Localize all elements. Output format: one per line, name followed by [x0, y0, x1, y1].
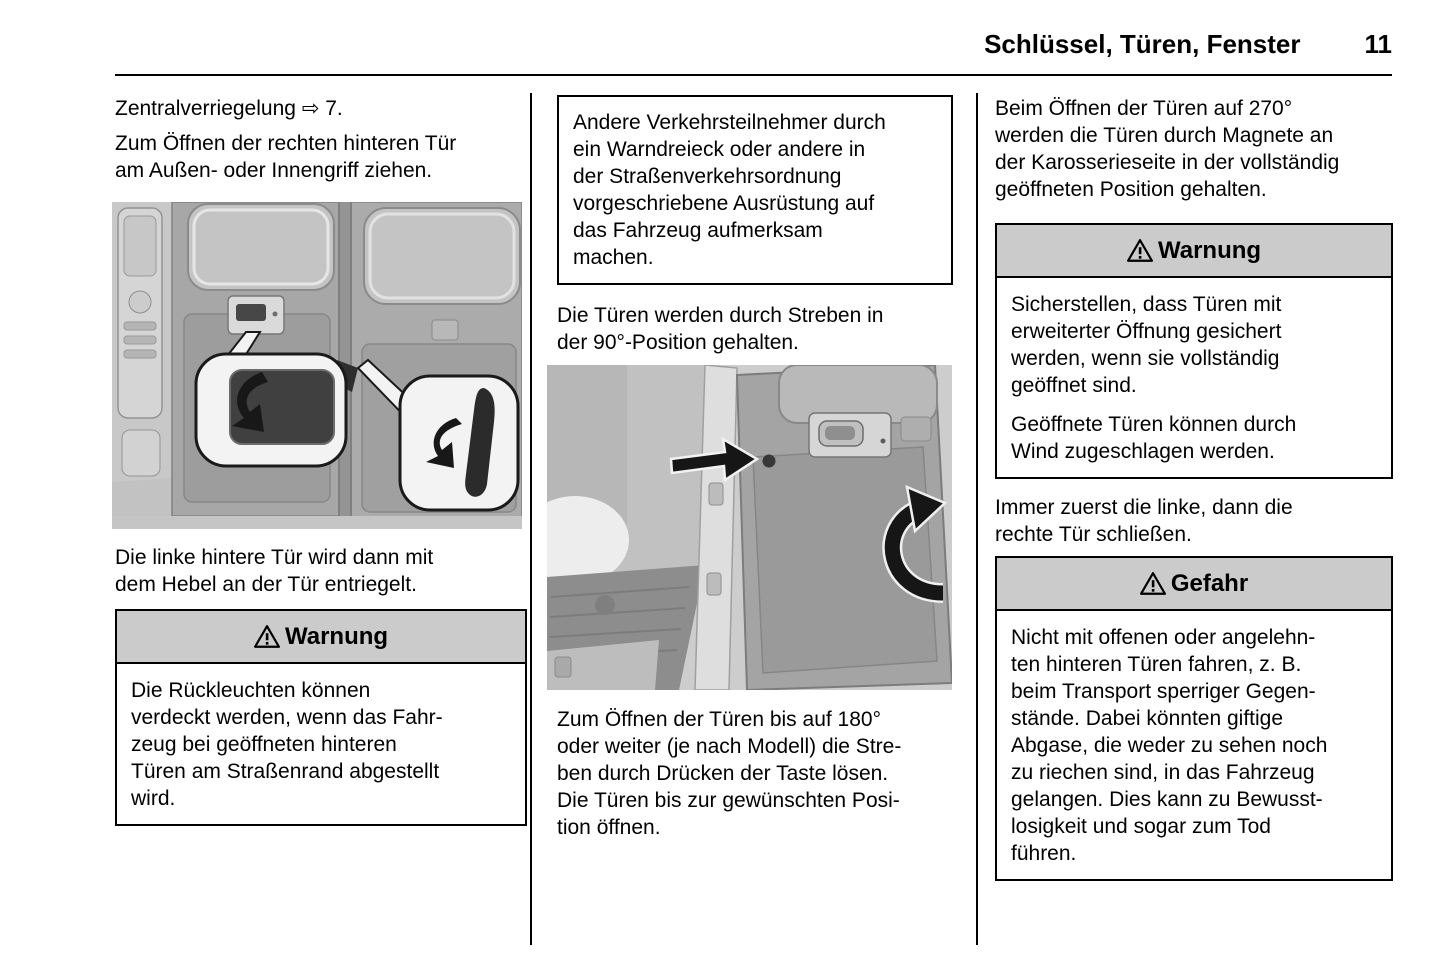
warning-text: Geöffnete Türen können durch Wind zugesc…	[1011, 413, 1297, 463]
para-open-right-door: Zum Öffnen der rechten hinteren Tür am A…	[115, 132, 457, 182]
warning-header: Warnung	[997, 225, 1391, 278]
column-divider-right	[976, 93, 978, 945]
danger-box-exhaust: Gefahr Nicht mit offenen oder angelehn- …	[995, 556, 1393, 881]
para-left-door-lever: Die linke hintere Tür wird dann mit dem …	[115, 546, 434, 596]
warning-text: Die Rückleuchten können verdeckt werden,…	[131, 679, 443, 810]
para-open-180: Zum Öffnen der Türen bis auf 180° oder w…	[557, 708, 902, 839]
warning-body: Die Rückleuchten können verdeckt werden,…	[117, 664, 525, 824]
column-right: Beim Öffnen der Türen auf 270° werden di…	[995, 95, 1393, 881]
warning-box-taillights: Warnung Die Rückleuchten können verdeckt…	[115, 609, 527, 826]
warning-triangle-icon	[1126, 238, 1153, 262]
para-struts-90: Die Türen werden durch Streben in der 90…	[557, 304, 884, 354]
danger-title: Gefahr	[1170, 570, 1249, 597]
warning-triangle-icon	[1139, 571, 1166, 595]
warning-body: Sicherstellen, dass Türen mit erweiterte…	[997, 278, 1391, 477]
warning-title: Warnung	[1157, 237, 1262, 264]
warning-header: Warnung	[117, 611, 525, 664]
rear-doors-interior-illustration	[112, 202, 527, 529]
page-header: Schlüssel, Türen, Fenster 11	[115, 28, 1392, 60]
page-title: Schlüssel, Türen, Fenster	[984, 29, 1301, 59]
danger-header: Gefahr	[997, 558, 1391, 611]
danger-body: Nicht mit offenen oder angelehn- ten hin…	[997, 611, 1391, 879]
warning-triangle-icon	[253, 624, 280, 648]
para-central-locking: Zentralverriegelung ⇨ 7.	[115, 97, 343, 120]
danger-text: Nicht mit offenen oder angelehn- ten hin…	[1011, 626, 1328, 865]
column-left: Zentralverriegelung ⇨ 7. Zum Öffnen der …	[112, 95, 527, 826]
para-270-magnets: Beim Öffnen der Türen auf 270° werden di…	[995, 97, 1340, 201]
warning-box-extended-opening: Warnung Sicherstellen, dass Türen mit er…	[995, 223, 1393, 479]
notice-box-traffic: Andere Verkehrsteilnehmer durch ein Warn…	[557, 95, 953, 285]
warning-title: Warnung	[284, 623, 389, 650]
rear-door-open-illustration	[547, 365, 953, 690]
column-middle: Andere Verkehrsteilnehmer durch ein Warn…	[547, 95, 953, 841]
header-rule	[115, 74, 1392, 76]
para-close-order: Immer zuerst die linke, dann die rechte …	[995, 496, 1293, 546]
rear-door-open-graphic	[547, 365, 952, 690]
rear-doors-interior-graphic	[112, 202, 522, 529]
warning-text: Sicherstellen, dass Türen mit erweiterte…	[1011, 293, 1282, 397]
page-number: 11	[1364, 29, 1393, 59]
column-divider-left	[530, 93, 532, 945]
